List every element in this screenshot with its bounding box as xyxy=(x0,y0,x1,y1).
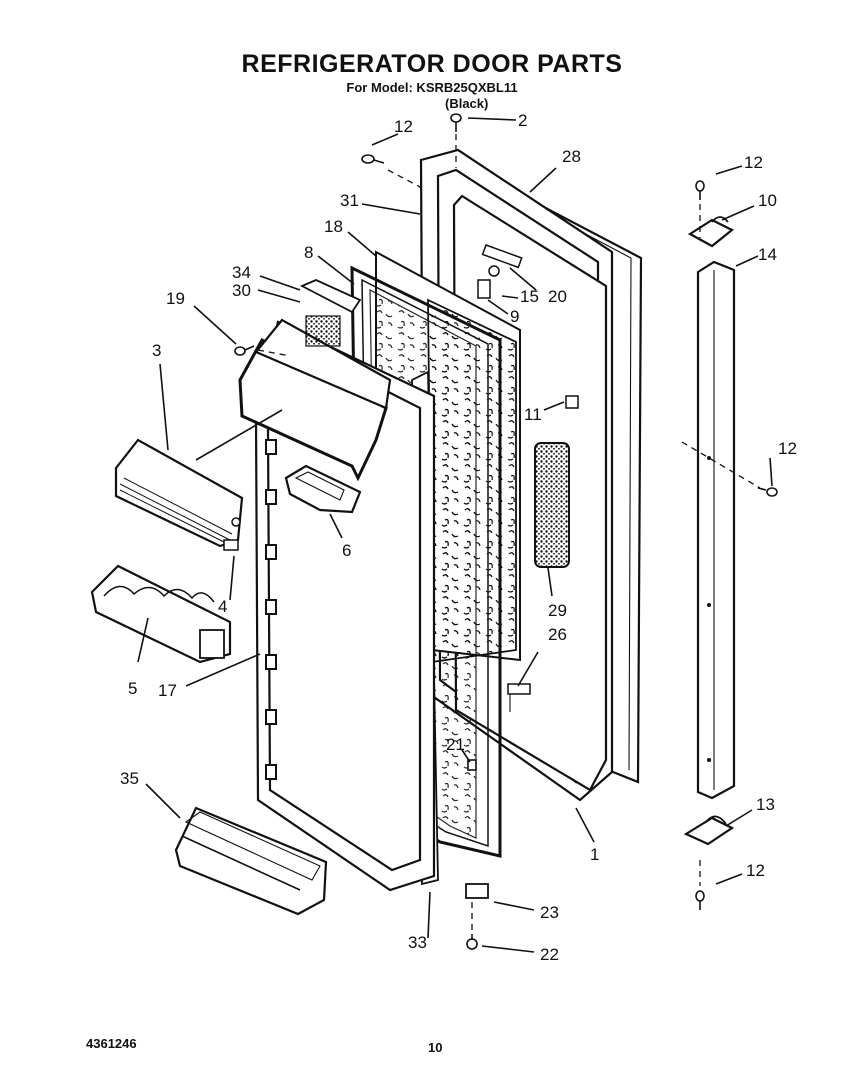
callout-14: 14 xyxy=(758,245,777,264)
callout-26: 26 xyxy=(548,625,567,644)
cover-plate-34 xyxy=(299,279,362,314)
callout-12: 12 xyxy=(394,117,413,136)
page-number: 10 xyxy=(428,1040,443,1055)
door-bin-35 xyxy=(174,806,328,916)
filter-block xyxy=(534,442,570,568)
shelf-fascia-3 xyxy=(114,438,244,551)
color-line: (Black) xyxy=(445,96,489,111)
callout-4: 4 xyxy=(218,597,227,616)
model-line: For Model: KSRB25QXBL11 xyxy=(346,80,518,95)
bracket-11 xyxy=(565,395,579,409)
callout-9: 9 xyxy=(510,307,519,326)
callout-10: 10 xyxy=(758,191,777,210)
bottom-hinge-13 xyxy=(683,815,735,846)
callout-12-top-right: 12 xyxy=(744,153,763,172)
callout-29: 29 xyxy=(548,601,567,620)
callout-18: 18 xyxy=(324,217,343,236)
callout-19: 19 xyxy=(166,289,185,308)
document-number: 4361246 xyxy=(86,1036,137,1051)
hinge-strip-14 xyxy=(696,260,736,800)
hinge-pin xyxy=(477,244,523,299)
callout-13: 13 xyxy=(756,795,775,814)
callout-34: 34 xyxy=(232,263,251,282)
dispenser-housing xyxy=(238,315,392,482)
callout-3: 3 xyxy=(152,341,161,360)
callout-21: 21 xyxy=(446,735,465,754)
callout-17: 17 xyxy=(158,681,177,700)
callout-labels: 2 12 28 31 18 8 34 30 19 3 15 20 9 11 6 … xyxy=(120,111,797,964)
bracket-23 xyxy=(465,883,489,899)
leader-lines xyxy=(137,117,773,953)
callout-12-mid-right: 12 xyxy=(778,439,797,458)
callout-22: 22 xyxy=(540,945,559,964)
top-hinge-10 xyxy=(687,216,735,248)
callout-6: 6 xyxy=(342,541,351,560)
callout-35: 35 xyxy=(120,769,139,788)
small-tray-6 xyxy=(284,464,362,514)
callout-31: 31 xyxy=(340,191,359,210)
callout-8: 8 xyxy=(304,243,313,262)
door-bin-5 xyxy=(90,564,232,664)
callout-23: 23 xyxy=(540,903,559,922)
callout-33: 33 xyxy=(408,933,427,952)
callout-15: 15 xyxy=(520,287,539,306)
callout-5: 5 xyxy=(128,679,137,698)
callout-2: 2 xyxy=(518,111,527,130)
callout-20: 20 xyxy=(548,287,567,306)
callout-28: 28 xyxy=(562,147,581,166)
callout-12-bottom-right: 12 xyxy=(746,861,765,880)
screw-icon xyxy=(234,113,778,950)
callout-1: 1 xyxy=(590,845,599,864)
callout-11: 11 xyxy=(524,405,542,424)
callout-30: 30 xyxy=(232,281,251,300)
page-title: REFRIGERATOR DOOR PARTS xyxy=(241,50,623,78)
